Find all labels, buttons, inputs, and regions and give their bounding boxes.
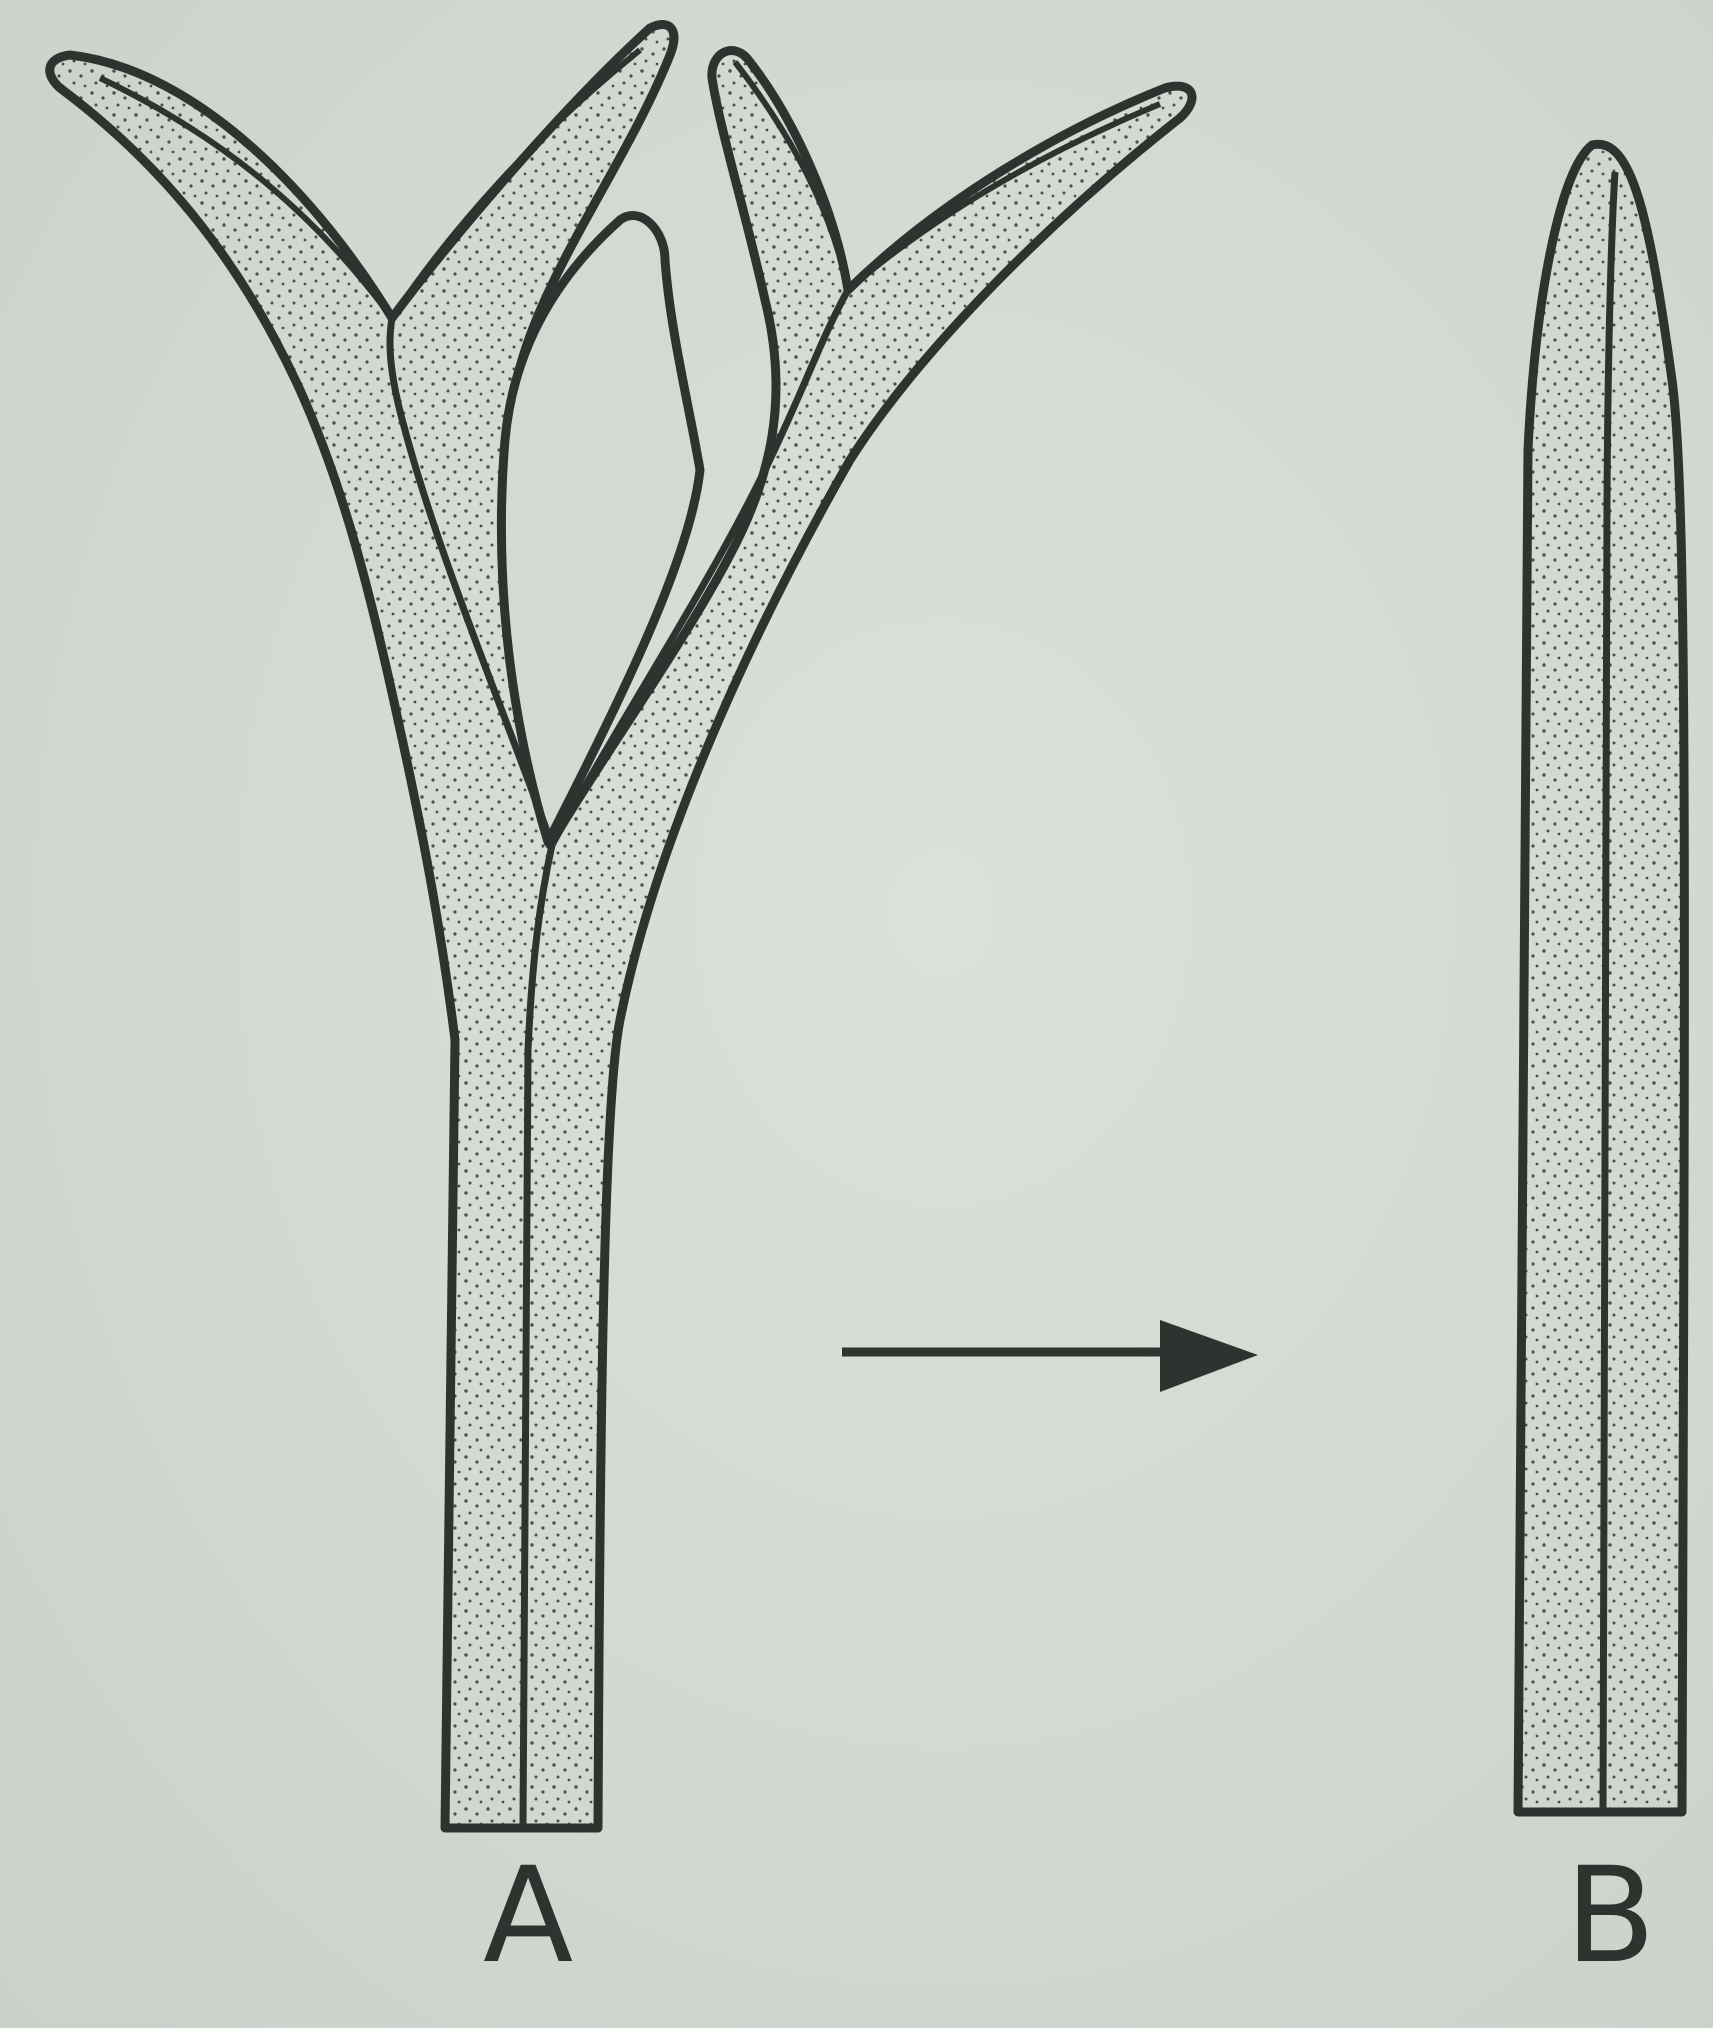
structure-b-unbranched bbox=[1518, 144, 1684, 1812]
structure-b-label: B bbox=[1565, 1850, 1656, 1982]
arrow-head bbox=[1160, 1320, 1258, 1392]
transition-arrow bbox=[842, 1320, 1258, 1392]
structure-a-branched bbox=[50, 24, 1192, 1828]
structure-a-label: A bbox=[483, 1850, 573, 1982]
